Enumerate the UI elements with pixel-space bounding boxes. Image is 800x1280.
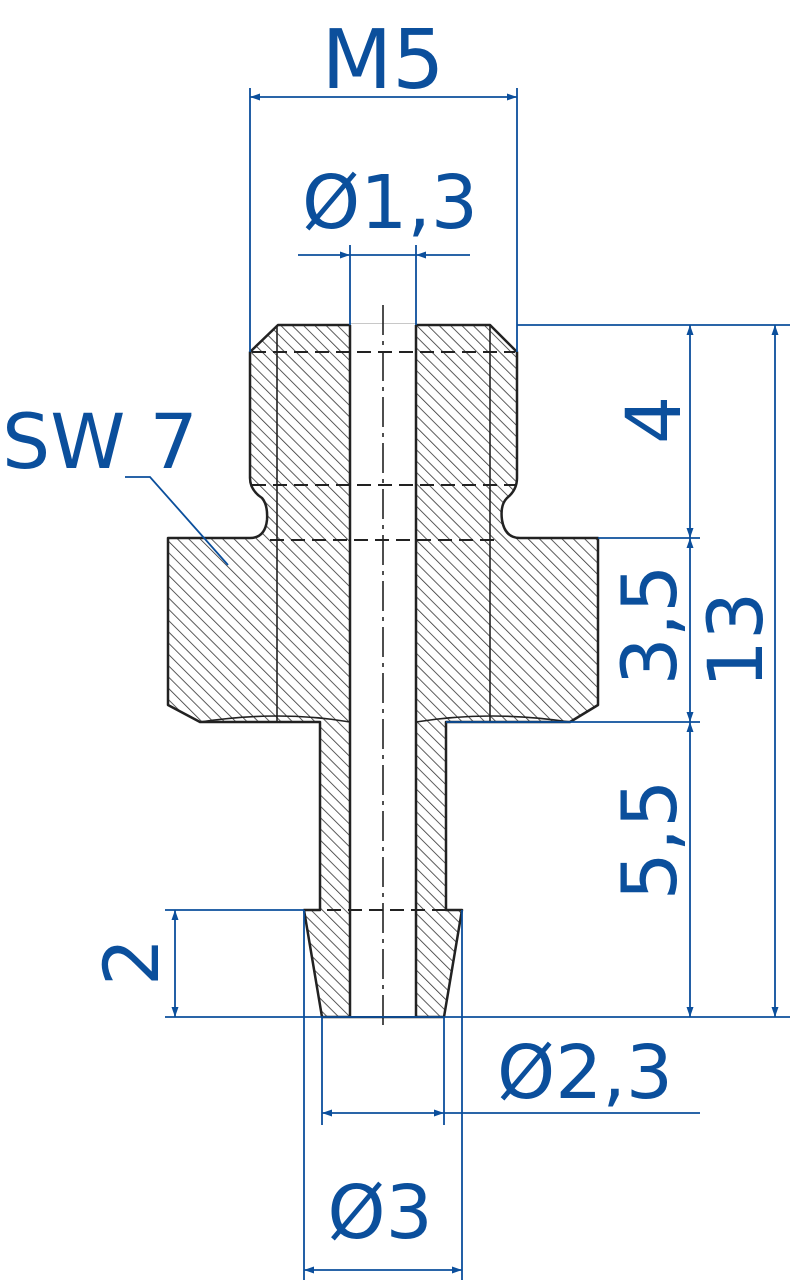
dim-overall-length: 13 — [691, 592, 780, 689]
dim-tip-inner-diameter: Ø2,3 — [497, 1030, 673, 1116]
dim-tip-length: 2 — [87, 938, 176, 986]
dim-thread-length: 4 — [609, 396, 698, 444]
dim-bore-diameter: Ø1,3 — [302, 160, 478, 246]
dim-wrench-size: SW 7 — [2, 397, 198, 486]
dimension-labels: M5 Ø1,3 SW 7 4 3,5 5,5 13 2 Ø2,3 Ø3 — [2, 13, 780, 1256]
dimension-lines — [125, 88, 790, 1280]
bore — [350, 324, 416, 1016]
dim-thread: M5 — [322, 13, 445, 108]
dim-stem-length: 5,5 — [605, 780, 694, 901]
dim-hex-height: 3,5 — [605, 565, 694, 686]
dim-tip-outer-diameter: Ø3 — [327, 1170, 432, 1256]
construction-lines — [199, 305, 571, 1025]
